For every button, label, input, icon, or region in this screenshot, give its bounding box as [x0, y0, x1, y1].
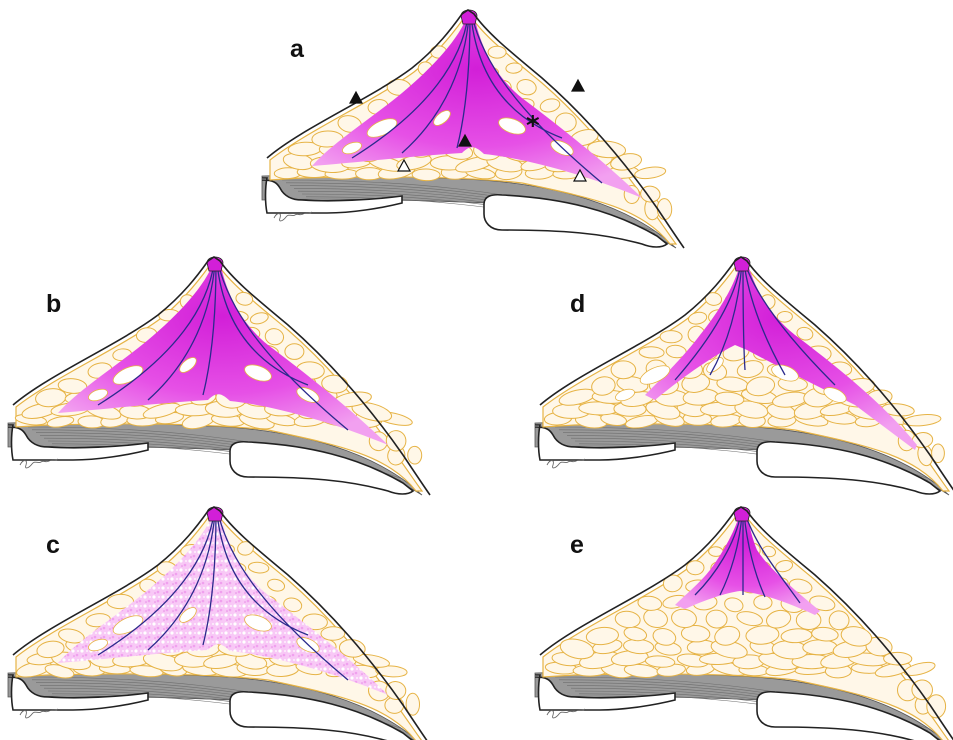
panel-label-b: b	[46, 292, 61, 317]
fat-lobule	[285, 344, 304, 360]
fat-lobule	[803, 639, 838, 655]
panel-e	[535, 507, 953, 740]
panel-label-c: c	[46, 533, 60, 558]
fat-lobule	[611, 361, 636, 379]
fat-lobule	[687, 561, 704, 575]
nipple	[207, 257, 223, 271]
panel-label-d: d	[570, 292, 585, 317]
nipple	[734, 257, 750, 271]
fat-lobule	[796, 611, 821, 630]
fat-lobule	[634, 165, 666, 180]
fat-lobule	[660, 331, 682, 343]
panel-label-a: a	[290, 37, 304, 62]
panel-c	[8, 507, 430, 740]
filled-triangle-marker	[350, 92, 362, 103]
nipple	[461, 10, 477, 24]
panel-b	[8, 257, 430, 495]
fat-lobule	[407, 446, 421, 464]
fat-lobule	[412, 169, 440, 181]
asterisk-marker: *	[526, 111, 540, 141]
filled-triangle-marker	[572, 80, 584, 91]
fat-lobule	[488, 46, 506, 58]
nipple	[207, 507, 223, 521]
panel-a: *	[262, 10, 684, 248]
fat-lobule	[657, 198, 672, 220]
nipple	[734, 507, 750, 521]
panel-label-e: e	[570, 533, 584, 558]
panel-d	[535, 257, 953, 495]
